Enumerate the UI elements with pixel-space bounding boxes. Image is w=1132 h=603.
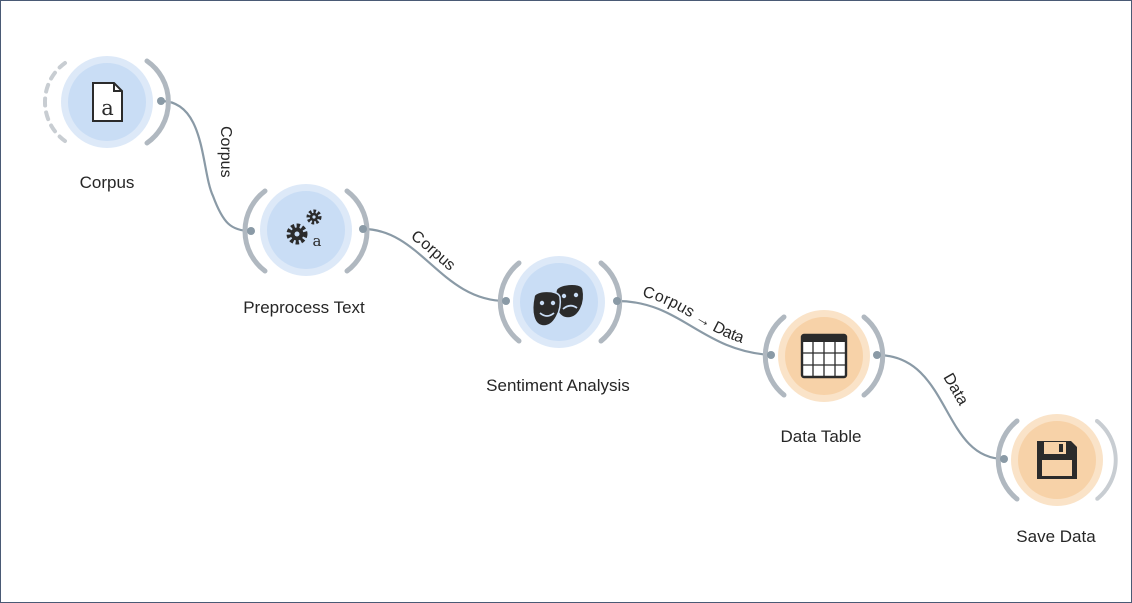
link-datatable-to-savedata[interactable]: Data [875, 353, 1006, 461]
preprocess-node-body [267, 191, 345, 269]
link-sentiment-to-datatable[interactable]: Corpus → Data [615, 284, 773, 357]
widget-label-data-table: Data Table [781, 427, 862, 446]
output-anchor[interactable] [873, 351, 881, 359]
input-anchor[interactable] [247, 227, 255, 235]
theater-masks-icon [532, 283, 585, 327]
widget-data-table[interactable]: Data Table [762, 310, 886, 446]
output-anchor[interactable] [359, 225, 367, 233]
input-anchor[interactable] [502, 297, 510, 305]
link-label-corpus-to-data: Corpus → Data [641, 284, 746, 347]
widget-label-save-data: Save Data [1016, 527, 1096, 546]
input-channel-bracket [762, 314, 787, 398]
widget-save-data[interactable]: Save Data [995, 414, 1118, 546]
input-channel-bracket [995, 418, 1020, 502]
floppy-disk-icon [1037, 441, 1077, 479]
widget-label-preprocess-text: Preprocess Text [243, 298, 365, 317]
input-anchor[interactable] [1000, 455, 1008, 463]
input-channel-bracket [497, 260, 522, 344]
svg-text:a: a [313, 232, 322, 250]
document-a-icon: a [92, 82, 123, 122]
gears-a-icon: a [286, 209, 322, 250]
link-corpus-to-preprocess[interactable]: Corpus [159, 99, 253, 233]
output-anchor[interactable] [613, 297, 621, 305]
table-grid-icon [800, 333, 848, 379]
input-channel-empty [42, 61, 67, 143]
widget-label-corpus: Corpus [80, 173, 135, 192]
link-label-corpus-1: Corpus [217, 126, 234, 178]
widget-preprocess-text[interactable]: a Preprocess Text [242, 184, 370, 317]
output-channel-empty [1095, 419, 1118, 501]
widget-corpus[interactable]: a Corpus [42, 56, 171, 192]
widget-sentiment-analysis[interactable]: Sentiment Analysis [486, 256, 630, 395]
link-preprocess-to-sentiment[interactable]: Corpus [361, 228, 508, 303]
input-channel-bracket [242, 188, 268, 274]
output-channel-bracket [344, 188, 370, 274]
output-anchor[interactable] [157, 97, 165, 105]
output-channel-bracket [861, 314, 886, 398]
svg-text:a: a [101, 96, 114, 120]
widget-label-sentiment-analysis: Sentiment Analysis [486, 376, 630, 395]
output-channel-bracket [144, 58, 171, 146]
link-label-data: Data [940, 371, 972, 409]
input-anchor[interactable] [767, 351, 775, 359]
